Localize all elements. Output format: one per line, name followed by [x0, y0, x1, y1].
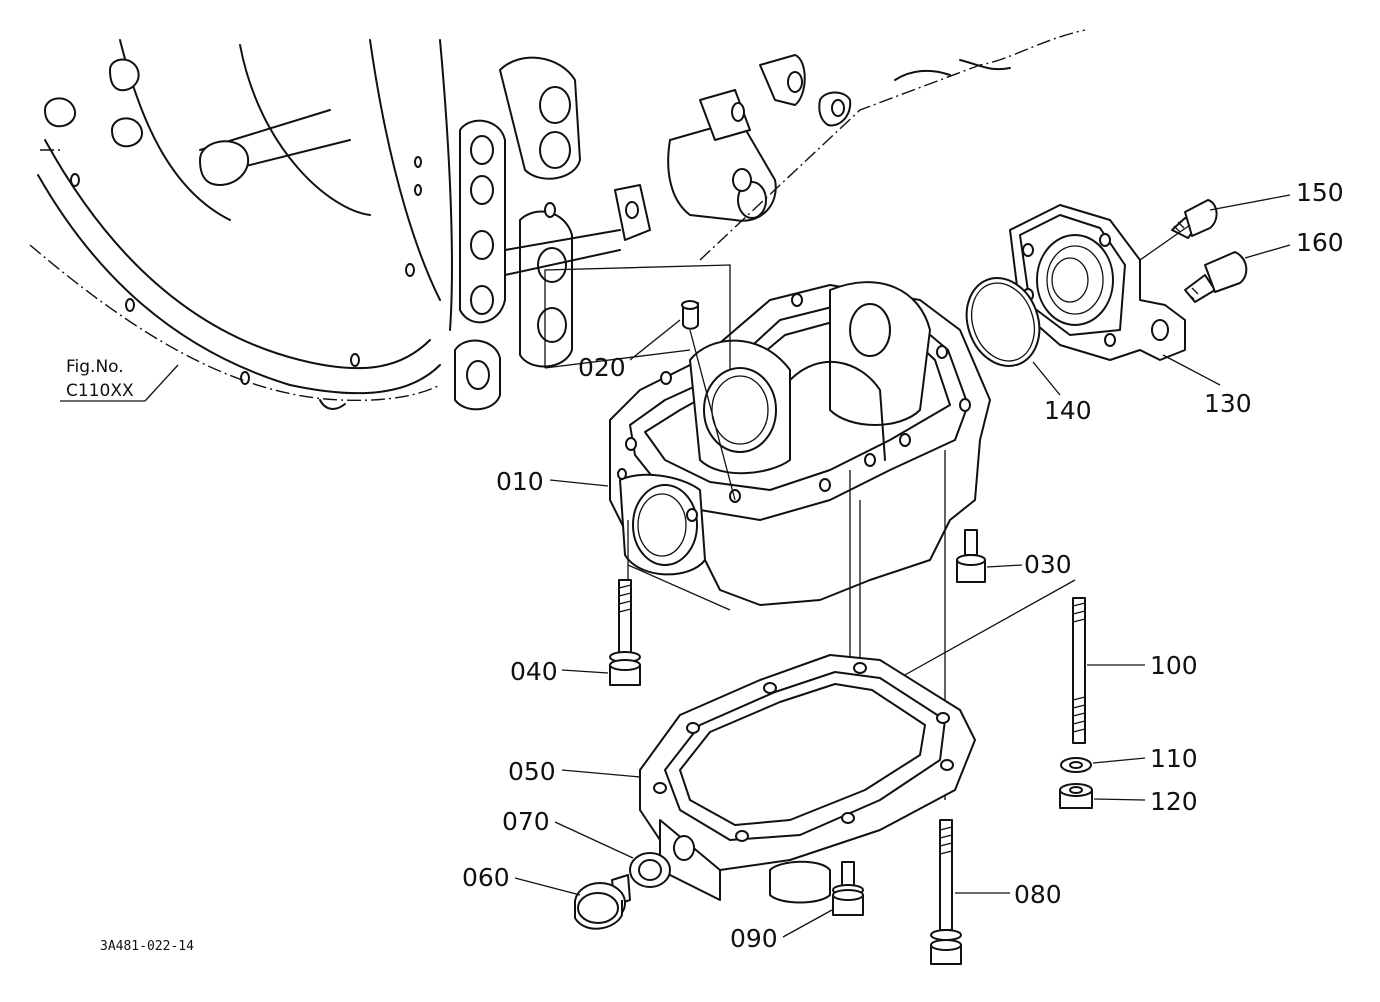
part-050-cover	[639, 654, 976, 904]
callout-160: 160	[1296, 228, 1344, 257]
part-090-bolt	[832, 861, 864, 916]
callout-040: 040	[510, 657, 558, 686]
transmission-housing-background	[29, 39, 453, 410]
callout-leaders	[514, 194, 1291, 938]
part-020-pin	[544, 264, 731, 370]
part-100-stud	[1072, 597, 1086, 744]
callout-070: 070	[502, 807, 550, 836]
figure-reference: Fig.No. C110XX	[60, 357, 179, 402]
part-060-plug	[574, 874, 631, 930]
callout-110: 110	[1150, 744, 1198, 773]
part-120-nut	[1059, 783, 1093, 809]
part-040-bolt	[609, 579, 641, 686]
callout-labels: 010 020 030 040 050 060 070 080 090 100 …	[462, 178, 1344, 953]
drawing-code: 3A481-022-14	[100, 939, 194, 954]
callout-020: 020	[578, 353, 626, 382]
part-160-fitting	[1184, 251, 1248, 303]
callout-100: 100	[1150, 651, 1198, 680]
callout-030: 030	[1024, 550, 1072, 579]
callout-010: 010	[496, 467, 544, 496]
figure-ref-line1: Fig.No.	[66, 357, 124, 377]
part-010-housing	[609, 281, 991, 606]
callout-130: 130	[1204, 389, 1252, 418]
callout-080: 080	[1014, 880, 1062, 909]
part-110-washer	[1060, 757, 1092, 773]
callout-090: 090	[730, 924, 778, 953]
part-140-o-ring	[965, 277, 1041, 367]
callout-050: 050	[508, 757, 556, 786]
callout-120: 120	[1150, 787, 1198, 816]
part-070-washer	[629, 852, 671, 888]
part-030-bolt	[956, 529, 986, 583]
figure-ref-line2: C110XX	[66, 381, 134, 401]
callout-140: 140	[1044, 396, 1092, 425]
part-080-bolt	[930, 819, 962, 965]
valve-block-background	[454, 29, 1086, 411]
callout-150: 150	[1296, 178, 1344, 207]
callout-060: 060	[462, 863, 510, 892]
